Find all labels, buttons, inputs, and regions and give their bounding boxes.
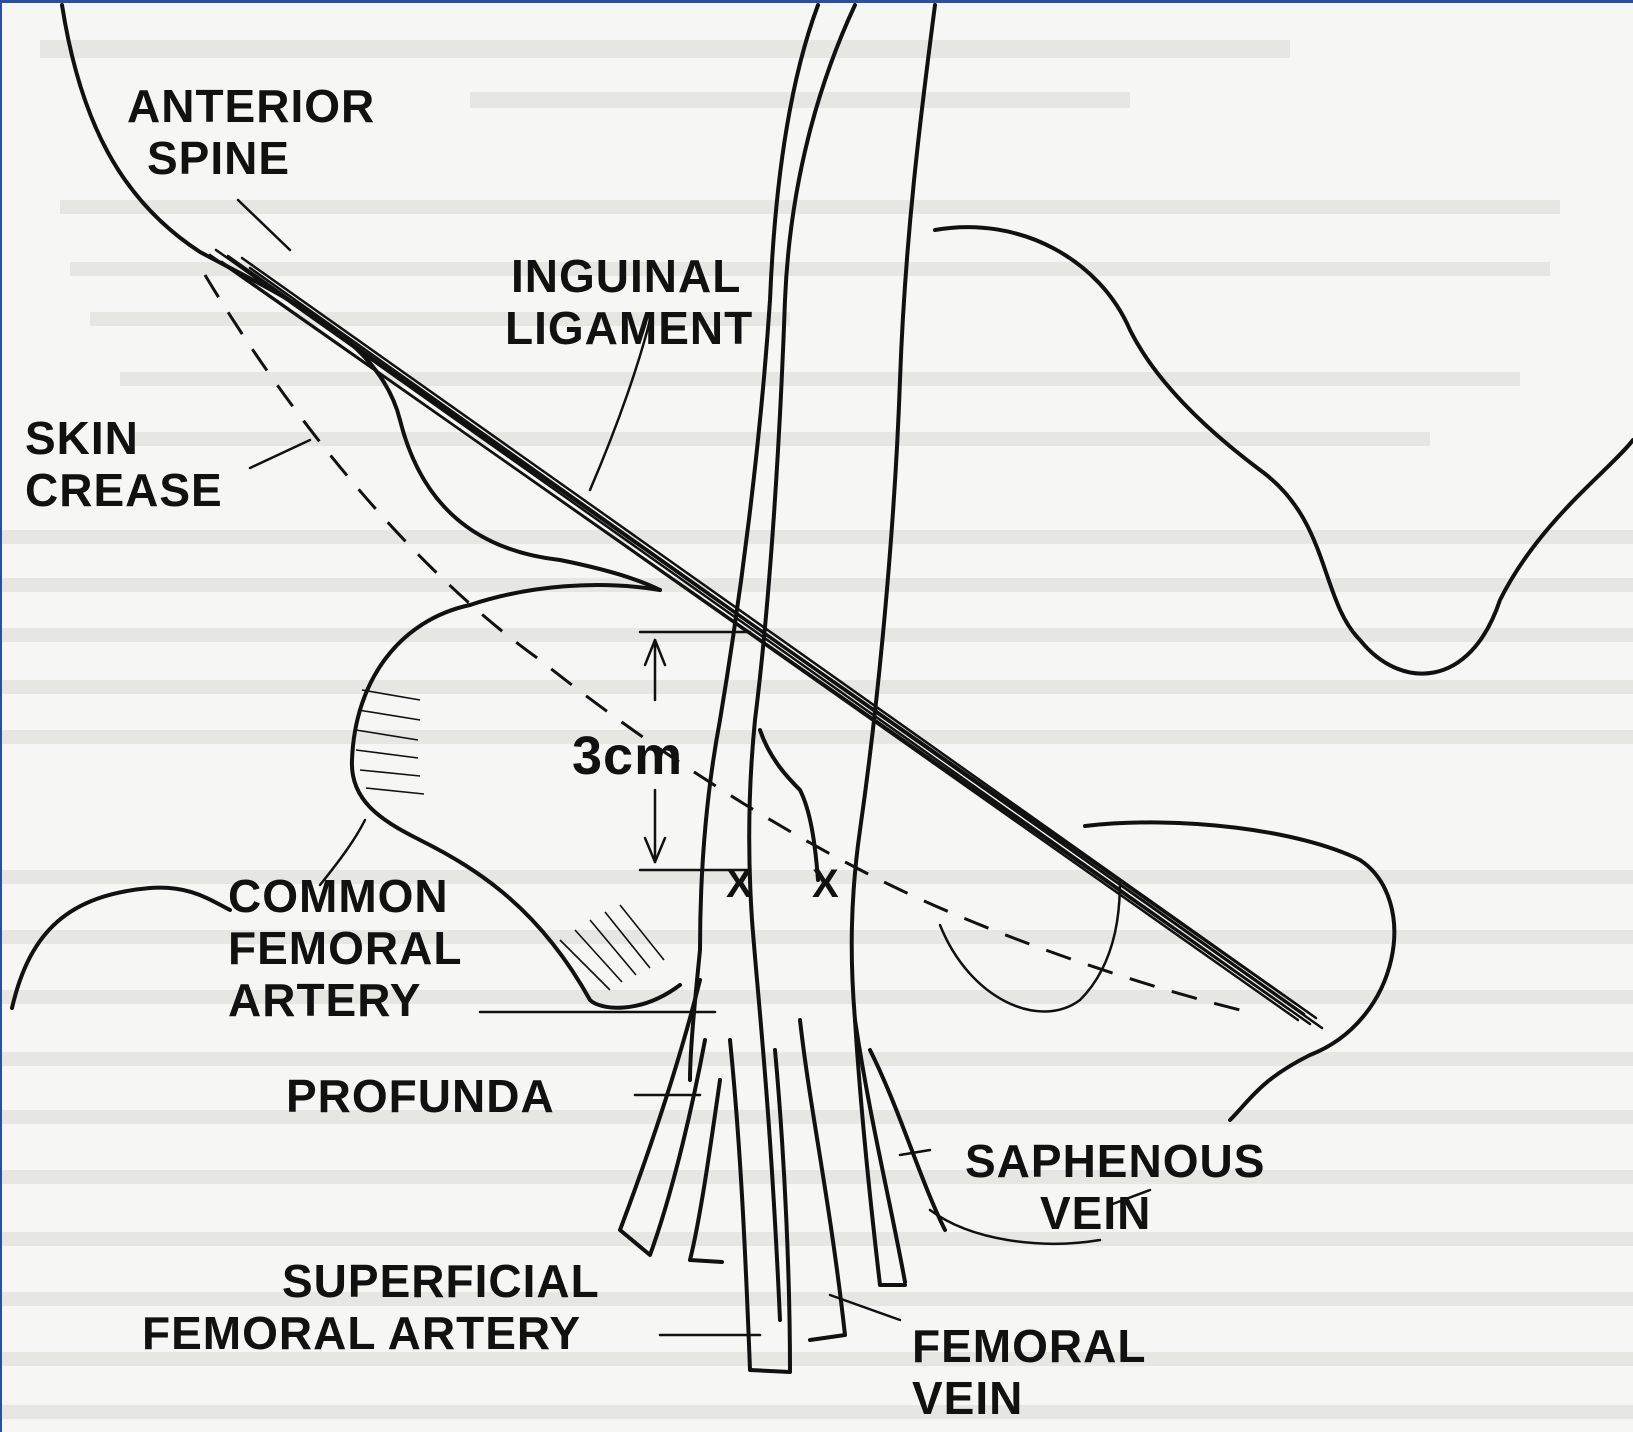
label-common-femoral-artery-line-3: ARTERY (228, 974, 462, 1026)
label-inguinal-ligament-line-2: LIGAMENT (505, 302, 753, 354)
label-common-femoral-artery-line-1: COMMON (228, 870, 462, 922)
label-profunda: PROFUNDA (286, 1070, 555, 1122)
label-common-femoral-artery-line-2: FEMORAL (228, 922, 462, 974)
pubic-outline (935, 227, 1633, 673)
background-page-texture (0, 40, 1633, 1419)
label-skin-crease: SKIN CREASE (25, 412, 223, 516)
superficial-femoral-artery-trunk (730, 1040, 790, 1372)
label-superficial-femoral-artery: SUPERFICIAL FEMORAL ARTERY (142, 1255, 600, 1359)
label-superficial-femoral-artery-line-1: SUPERFICIAL (142, 1255, 600, 1307)
puncture-mark-2: X (812, 858, 840, 910)
thigh-outline-left (12, 888, 230, 1008)
label-femoral-vein-line-1: FEMORAL (912, 1320, 1146, 1372)
label-distance-3cm: 3cm (572, 730, 683, 782)
label-saphenous-vein-line-1: SAPHENOUS (965, 1135, 1265, 1187)
label-femoral-vein: FEMORAL VEIN (912, 1320, 1146, 1424)
femoral-vein-left-wall (852, 5, 935, 1282)
femoral-artery-wall-2 (760, 730, 818, 880)
puncture-mark-1: X (726, 858, 754, 910)
label-femoral-vein-line-2: VEIN (912, 1372, 1146, 1424)
label-skin-crease-line-1: SKIN (25, 412, 223, 464)
label-anterior-spine-line-1: ANTERIOR (127, 80, 375, 132)
label-superficial-femoral-artery-line-2: FEMORAL ARTERY (142, 1307, 600, 1359)
label-saphenous-vein-line-2: VEIN (965, 1187, 1265, 1239)
label-inguinal-ligament: INGUINAL LIGAMENT (505, 250, 753, 354)
label-common-femoral-artery: COMMON FEMORAL ARTERY (228, 870, 462, 1026)
label-skin-crease-line-2: CREASE (25, 464, 223, 516)
label-saphenous-vein: SAPHENOUS VEIN (965, 1135, 1265, 1239)
thigh-outline-right (1085, 822, 1394, 1120)
label-anterior-spine: ANTERIOR SPINE (127, 80, 375, 184)
label-anterior-spine-line-2: SPINE (127, 132, 375, 184)
saphenous-branch (870, 1050, 945, 1230)
label-inguinal-ligament-line-1: INGUINAL (505, 250, 753, 302)
